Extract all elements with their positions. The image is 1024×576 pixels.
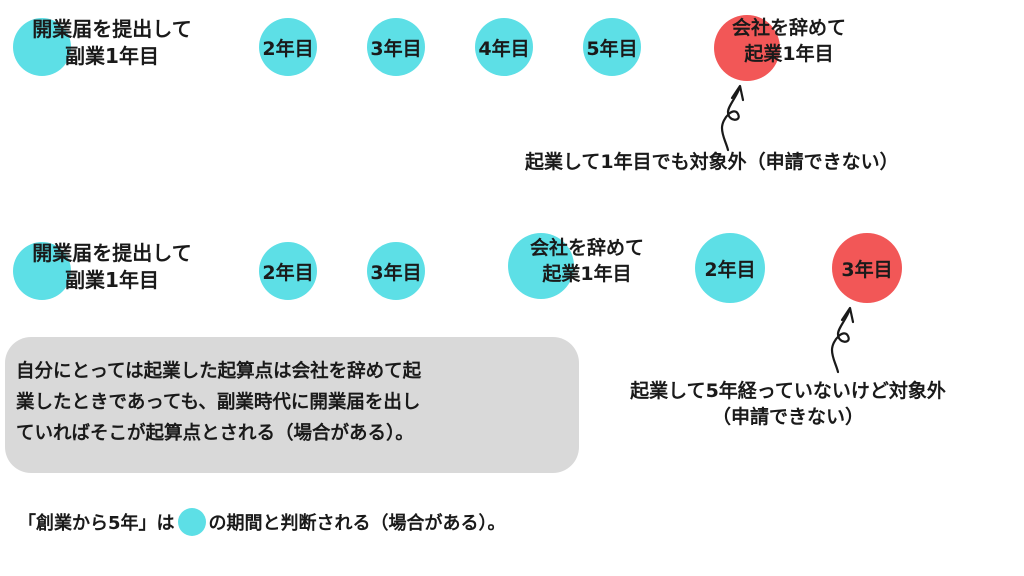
timeline-2-after-year-2-label: 2年目	[704, 258, 756, 281]
timeline-2-quit-label-line2: 起業1年目	[542, 262, 632, 285]
explanation-text: 自分にとっては起業した起算点は会社を辞めて起 業したときであっても、副業時代に開…	[16, 356, 576, 449]
timeline-2-start-circle	[13, 242, 71, 300]
timeline-2-year-3-circle	[367, 242, 425, 300]
explanation-line-1: 自分にとっては起業した起算点は会社を辞めて起	[16, 361, 422, 382]
timeline-1-quit-circle	[714, 15, 780, 81]
timeline-2-year-2-circle	[259, 242, 317, 300]
timeline-2-after-year-3-label: 3年目	[841, 258, 893, 281]
timeline-2-quit-label: 会社を辞めて 起業1年目	[512, 236, 662, 287]
timeline-2-start-label-line2: 副業1年目	[65, 268, 159, 292]
timeline-1-year-3-circle	[367, 18, 425, 76]
explanation-box	[5, 337, 579, 473]
timeline-1-start-label: 開業届を提出して 副業1年目	[12, 16, 212, 70]
timeline-1-year-2-label: 2年目	[262, 37, 314, 60]
footer-text-before: 「創業から5年」は	[18, 513, 175, 534]
timeline-1-year-4-label: 4年目	[478, 37, 530, 60]
timeline-1-year-4-circle	[475, 18, 533, 76]
timeline-2-start-label: 開業届を提出して 副業1年目	[12, 240, 212, 294]
timeline-1-start-label-line1: 開業届を提出して	[32, 17, 192, 41]
timeline-2-quit-label-line1: 会社を辞めて	[529, 237, 644, 259]
timeline-1-year-5-circle	[583, 18, 641, 76]
curved-arrow-icon	[720, 84, 745, 152]
timeline-2-year-3-label: 3年目	[370, 261, 422, 284]
footer-note: 「創業から5年」は の期間と判断される（場合がある）。	[18, 507, 506, 537]
timeline-1-year-2-circle	[259, 18, 317, 76]
timeline-2-year-2-label: 2年目	[262, 261, 314, 284]
timeline-1-quit-label-line2: 起業1年目	[744, 42, 834, 65]
timeline-2-start-label-line1: 開業届を提出して	[32, 241, 192, 265]
timeline-1-note: 起業して1年目でも対象外（申請できない）	[525, 151, 899, 173]
timeline-1-year-5-label: 5年目	[586, 37, 638, 60]
timeline-2-note-line1: 起業して5年経っていないけど対象外	[630, 380, 946, 402]
timeline-2-note-line2: （申請できない）	[711, 405, 864, 428]
explanation-line-3: ていればそこが起算点とされる（場合がある）。	[16, 423, 414, 444]
timeline-1-start-circle	[13, 18, 71, 76]
timeline-2-after-year-3-circle	[832, 233, 902, 303]
timeline-2-after-year-2-circle	[695, 233, 765, 303]
footer-text-after: の期間と判断される（場合がある）。	[208, 513, 506, 534]
timeline-2-quit-circle	[508, 233, 574, 299]
timeline-2-note: 起業して5年経っていないけど対象外 （申請できない）	[583, 379, 993, 430]
timeline-1-year-3-label: 3年目	[370, 37, 422, 60]
timeline-1-quit-label-line1: 会社を辞めて	[731, 17, 846, 39]
curved-arrow-icon	[830, 306, 855, 374]
explanation-line-2: 業したときであっても、副業時代に開業届を出し	[16, 392, 421, 413]
timeline-1-start-label-line2: 副業1年目	[65, 44, 159, 68]
cyan-circle-icon	[177, 508, 206, 536]
timeline-1-quit-label: 会社を辞めて 起業1年目	[714, 16, 864, 67]
